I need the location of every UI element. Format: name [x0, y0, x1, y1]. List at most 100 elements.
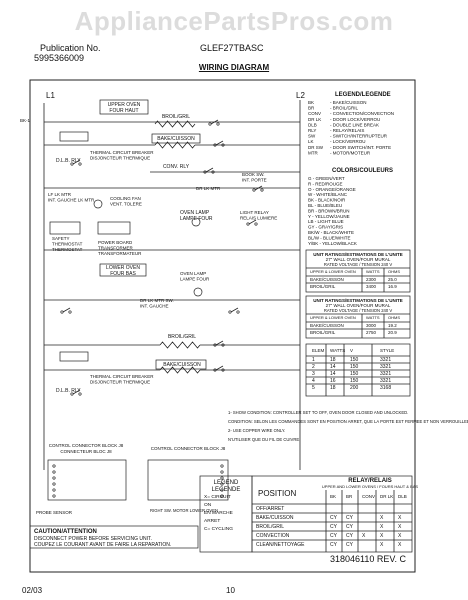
ratings-upper-hdr-name: UPPER & LOWER OVEN — [310, 269, 356, 274]
upper-bake-relay-terminal — [221, 143, 225, 147]
color-entry: BK - BLACK/NOIR — [308, 198, 346, 203]
light-relay-label: LIGHT RELAY — [240, 210, 269, 215]
upper-door-switch-label: BOOK SW. — [242, 172, 265, 177]
upper-lamp-label: OVEN LAMP — [180, 210, 210, 216]
elements-cell: 14 — [330, 364, 336, 370]
relay-table-cell: CY — [330, 524, 338, 530]
elements-table — [305, 343, 411, 397]
position-legend-title: LEGEND — [214, 480, 239, 486]
lower-bake-relay-terminal — [221, 368, 225, 372]
upper-lf-lock-label: LF LK MTR — [48, 192, 72, 197]
elements-cell: 150 — [350, 371, 359, 377]
upper-door-switch-terminal — [260, 188, 264, 192]
lower-door-switch-right-terminal — [236, 310, 240, 314]
relay-table-col-header: CONV — [362, 494, 375, 499]
elements-cell: 150 — [350, 357, 359, 363]
relay-table-cell: CY — [330, 542, 338, 548]
ratings-lower-hdr-ohms: OHMS — [388, 315, 400, 320]
lower-tco-label: THERMAL CIRCUIT BREAKER — [90, 374, 154, 379]
connector-pin — [220, 494, 224, 498]
relay-table-col-header: DLB — [398, 494, 407, 499]
connector-pin — [52, 470, 56, 474]
legend-abbrev: CONV — [308, 111, 321, 116]
legend-abbrev: LK — [308, 139, 314, 144]
lower-dlb-switch — [72, 389, 81, 395]
watermark: AppliancePartsPros.com — [74, 6, 394, 36]
upper-tco-box — [59, 131, 89, 142]
upper-dlb-switch-terminal — [78, 162, 82, 166]
upper-lamp-label: LAMPE FOUR — [180, 216, 213, 222]
color-entry: Y - YELLOW/JAUNE — [308, 214, 350, 219]
safety-thermostat-box — [49, 221, 81, 235]
upper-conv-relay-terminal — [203, 170, 207, 174]
ratings-lower-subtitle: 27" WALL OVEN/FOUR MURAL — [326, 303, 391, 308]
upper-oven-label: UPPER OVEN — [108, 102, 141, 108]
lower-bake-element — [159, 366, 201, 374]
relay-table-position: OFF/ARRET — [256, 506, 284, 512]
ratings-upper-title: UNIT RATINGS/ESTIMATIONS DE L'UNITE — [313, 252, 402, 257]
footer-page: 10 — [226, 586, 235, 595]
lower-door-switch-left-terminal — [68, 310, 72, 314]
color-entry: BR - BROWN/BRUN — [308, 208, 350, 213]
legend-abbrev: BK — [308, 100, 314, 105]
upper-tco-label: THERMAL CIRCUIT BREAKER — [90, 150, 154, 155]
ratings-upper-cell: 16.9 — [388, 284, 397, 289]
ratings-lower-cell: 3000 — [366, 323, 377, 328]
lower-tco-label: DISJONCTEUR THERMIQUE — [90, 380, 150, 385]
elements-cell: 3321 — [380, 357, 391, 363]
connector-pin — [52, 494, 56, 498]
lower-lamp-label: LAMPE FOUR — [180, 277, 210, 282]
color-entry: BL/W - BLUE/WHITE — [308, 235, 351, 240]
color-entry: GY - GRAY/GRIS — [308, 225, 343, 230]
transformer-box — [97, 221, 131, 235]
lower-oven-label: FOUR BAS — [110, 271, 136, 277]
connector-pin — [220, 476, 224, 480]
control-block-right — [147, 459, 229, 501]
color-entry: G - GREEN/VERT — [308, 176, 345, 181]
position-legend-entry: X= CIRCUIT — [204, 494, 231, 500]
legend-abbrev: BR — [308, 106, 315, 111]
lower-oven-label: LOWER OVEN — [106, 265, 140, 271]
color-entry: R - RED/ROUGE — [308, 181, 343, 186]
ratings-lower-cell: 19.2 — [388, 323, 397, 328]
probe-sensor-label: PROBE SENSOR — [36, 510, 73, 515]
relay-table-cell: X — [398, 542, 402, 548]
connector-pin — [52, 488, 56, 492]
elements-cell: 16 — [330, 378, 336, 384]
connector-pin — [220, 482, 224, 486]
upper-lf-lock-label: INT. GAUCHE LK MTR — [48, 198, 95, 203]
color-entry: LB - LIGHT BLUE — [308, 219, 344, 224]
relay-table-cell: CY — [346, 515, 354, 521]
upper-bake-relay — [215, 140, 224, 146]
upper-oven-label: FOUR HAUT — [109, 108, 138, 114]
caution-text-fr: COUPEZ LE COURANT AVANT DE FAIRE LA REPA… — [34, 542, 171, 548]
lower-broil-relay — [215, 340, 224, 346]
safety-thermostat-label: THERMOSTAT — [52, 242, 83, 247]
upper-broil-relay-terminal — [216, 122, 220, 126]
relay-table-position-header: POSITION — [258, 489, 296, 498]
upper-bake-relay-terminal — [213, 143, 217, 147]
elements-cell: 1 — [312, 357, 315, 363]
position-legend-entry: ARRET — [204, 518, 220, 524]
elements-cell: 200 — [350, 385, 359, 391]
line-l1-label: L1 — [46, 91, 55, 100]
connector-pin — [220, 464, 224, 468]
elements-header: ELEM — [312, 348, 325, 353]
control-right-label: CONTROL CONNECTOR BLOCK J8 — [151, 446, 226, 451]
relay-table-position: CLEAN/NETTOYAGE — [256, 542, 305, 548]
relay-table-cell: X — [398, 533, 402, 539]
ratings-upper-hdr-ohms: OHMS — [388, 269, 400, 274]
relay-table-cell: X — [380, 524, 384, 530]
legend-meaning: - DOUBLE LINE BREAK — [330, 122, 379, 127]
lower-door-lock-label: DR LK MTR SW. — [140, 298, 174, 303]
lower-broil-element — [159, 341, 201, 349]
position-legend-entry: EN MARCHE — [204, 510, 233, 516]
page-title: WIRING DIAGRAM — [198, 63, 270, 72]
legend-title: LEGEND/LEGENDE — [335, 92, 391, 98]
relay-table-position: BROIL/GRIL — [256, 524, 284, 530]
lower-broil-relay-terminal — [213, 343, 217, 347]
lower-broil-label: BROIL/GRIL — [168, 334, 196, 340]
elements-cell: 150 — [350, 378, 359, 384]
relay-table — [251, 475, 413, 553]
relay-table-cell: X — [398, 515, 402, 521]
